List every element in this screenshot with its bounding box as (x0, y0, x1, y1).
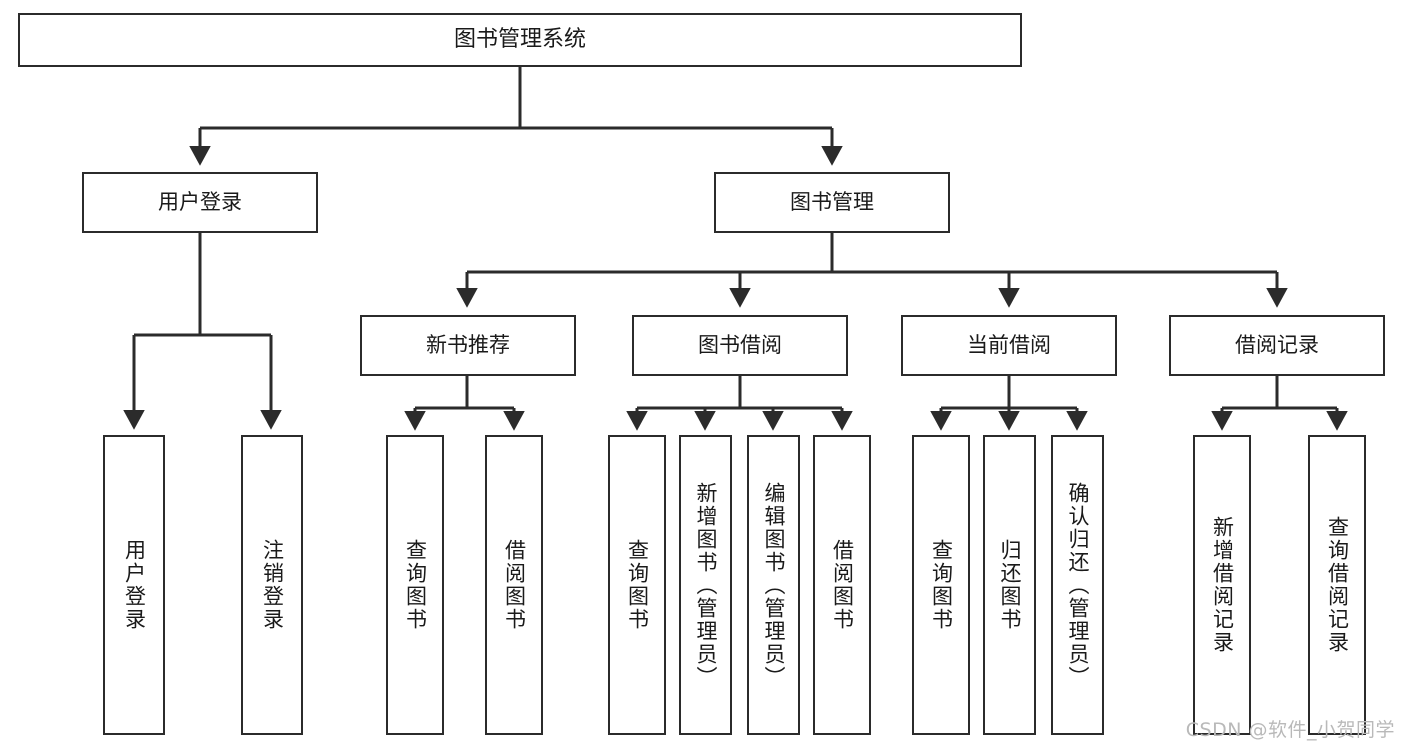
leaf-borrow-book-recommend[interactable]: 借阅图书 (485, 435, 543, 735)
node-label: 借阅图书 (502, 539, 527, 631)
leaf-query-book-current[interactable]: 查询图书 (912, 435, 970, 735)
leaf-user-login[interactable]: 用户登录 (103, 435, 165, 735)
node-user-login[interactable]: 用户登录 (82, 172, 318, 233)
node-label: 用户登录 (122, 539, 147, 631)
node-book-borrow[interactable]: 图书借阅 (632, 315, 848, 376)
node-label: 归还图书 (998, 539, 1022, 631)
leaf-add-borrow-record[interactable]: 新增借阅记录 (1193, 435, 1251, 735)
node-label: 借阅记录 (1235, 332, 1319, 357)
leaf-add-book[interactable]: 新增图书（管理员） (679, 435, 732, 735)
node-label: 借阅图书 (830, 539, 855, 631)
node-label: 新增图书（管理员） (694, 481, 718, 689)
node-label: 查询图书 (929, 539, 954, 631)
leaf-query-borrow-record[interactable]: 查询借阅记录 (1308, 435, 1366, 735)
node-label: 图书管理 (790, 189, 874, 214)
watermark-text: CSDN @软件_小贺同学 (1185, 719, 1395, 741)
node-label: 新书推荐 (426, 332, 510, 357)
leaf-edit-book[interactable]: 编辑图书（管理员） (747, 435, 800, 735)
node-label: 注销登录 (260, 539, 285, 631)
node-label: 查询图书 (403, 539, 428, 631)
node-label: 新增借阅记录 (1210, 516, 1235, 654)
node-label: 当前借阅 (967, 332, 1051, 357)
leaf-query-book-recommend[interactable]: 查询图书 (386, 435, 444, 735)
leaf-logout-login[interactable]: 注销登录 (241, 435, 303, 735)
node-label: 图书管理系统 (453, 26, 586, 52)
node-label: 编辑图书（管理员） (762, 481, 786, 689)
node-book-manage[interactable]: 图书管理 (714, 172, 950, 233)
node-label: 查询借阅记录 (1325, 516, 1350, 654)
node-label: 查询图书 (625, 539, 650, 631)
node-current-borrow[interactable]: 当前借阅 (901, 315, 1117, 376)
leaf-confirm-return[interactable]: 确认归还（管理员） (1051, 435, 1104, 735)
node-borrow-record[interactable]: 借阅记录 (1169, 315, 1385, 376)
node-root-system[interactable]: 图书管理系统 (18, 13, 1022, 67)
leaf-return-book[interactable]: 归还图书 (983, 435, 1036, 735)
node-label: 确认归还（管理员） (1066, 481, 1090, 689)
leaf-borrow-book[interactable]: 借阅图书 (813, 435, 871, 735)
leaf-query-book-borrow[interactable]: 查询图书 (608, 435, 666, 735)
node-label: 图书借阅 (698, 332, 782, 357)
node-label: 用户登录 (158, 189, 242, 214)
node-new-book-recommend[interactable]: 新书推荐 (360, 315, 576, 376)
